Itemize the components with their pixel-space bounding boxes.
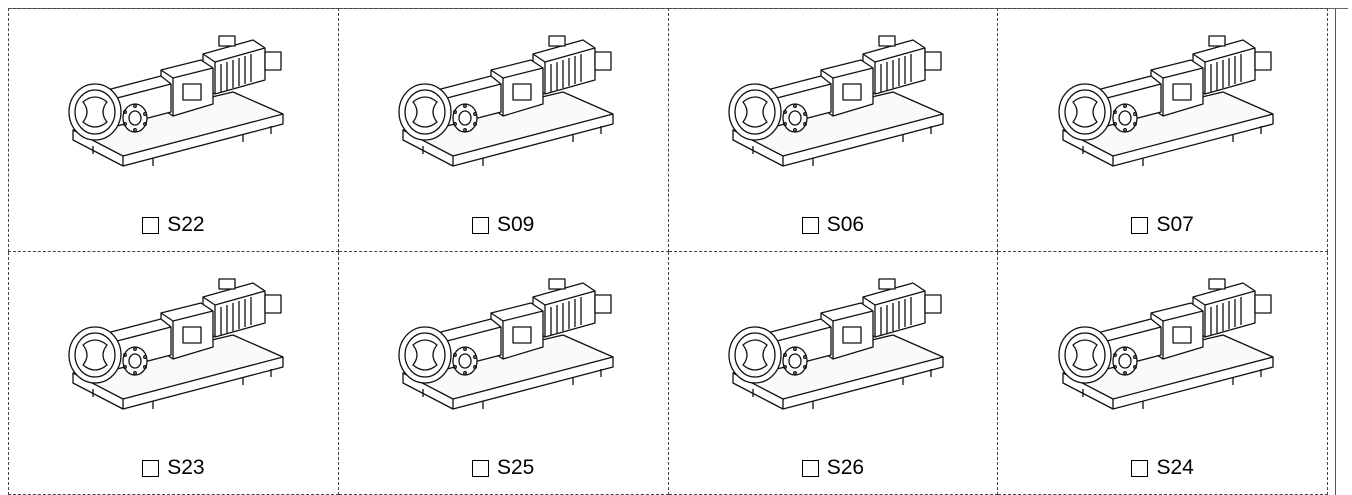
option-s22[interactable]: S22	[9, 213, 338, 237]
option-cell: S22	[8, 8, 339, 252]
rotary-lobe-pump-icon	[669, 17, 998, 187]
checkbox[interactable]	[1131, 216, 1149, 234]
option-label: S25	[496, 456, 535, 479]
option-label: S07	[1156, 213, 1194, 236]
pump-options-sheet: S22 S09	[8, 8, 1348, 495]
option-s06[interactable]: S06	[669, 213, 998, 237]
option-s25[interactable]: S25	[339, 456, 668, 480]
checkbox[interactable]	[801, 459, 819, 477]
rotary-lobe-pump-icon	[669, 260, 998, 430]
option-label: S26	[826, 456, 865, 479]
option-label: S06	[826, 213, 865, 236]
option-cell: S24	[997, 251, 1328, 495]
rotary-lobe-pump-icon	[998, 17, 1327, 187]
option-cell: S09	[337, 8, 669, 252]
checkbox[interactable]	[142, 216, 160, 234]
page-edge	[1335, 8, 1348, 495]
option-cell: S25	[337, 251, 669, 495]
option-s07[interactable]: S07	[998, 213, 1327, 237]
option-s24[interactable]: S24	[998, 456, 1327, 480]
option-cell: S06	[667, 8, 999, 252]
option-label: S24	[1156, 456, 1194, 479]
checkbox[interactable]	[142, 459, 160, 477]
option-cell: S07	[997, 8, 1328, 252]
option-cell: S23	[8, 251, 339, 495]
checkbox[interactable]	[471, 459, 489, 477]
option-label: S09	[496, 213, 535, 236]
option-s26[interactable]: S26	[669, 456, 998, 480]
pump-options-table: S22 S09	[8, 8, 1328, 495]
option-cell: S26	[667, 251, 999, 495]
rotary-lobe-pump-icon	[339, 17, 668, 187]
checkbox[interactable]	[1131, 459, 1149, 477]
table-row: S22 S09	[8, 8, 1328, 252]
option-s23[interactable]: S23	[9, 456, 338, 480]
checkbox[interactable]	[801, 216, 819, 234]
rotary-lobe-pump-icon	[9, 17, 338, 187]
rotary-lobe-pump-icon	[9, 260, 338, 430]
option-label: S22	[167, 213, 205, 236]
rotary-lobe-pump-icon	[339, 260, 668, 430]
rotary-lobe-pump-icon	[998, 260, 1327, 430]
option-label: S23	[167, 456, 205, 479]
table-row: S23 S25	[8, 251, 1328, 495]
option-s09[interactable]: S09	[339, 213, 668, 237]
checkbox[interactable]	[471, 216, 489, 234]
